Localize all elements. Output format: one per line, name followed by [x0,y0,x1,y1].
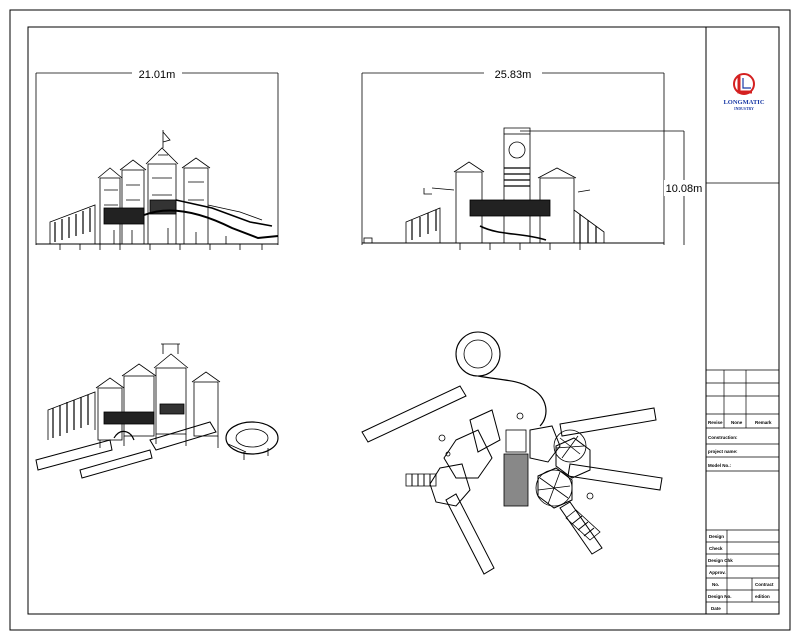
check-label: Check [709,546,723,551]
design-no-label: Design No. [708,594,732,599]
height-dimension: 10.08m [666,183,703,195]
side-width-dimension: 25.83m [495,69,532,81]
company-name: LONGMATIC [723,99,764,106]
remark-label: Remark [755,420,772,425]
perspective-view [35,343,279,479]
project-name-label: project name: [708,449,738,454]
front-elevation-view: 21.01m [35,66,279,250]
design-label: Design [709,534,724,539]
company-logo: LONGMATIC INDUSTRY [723,73,765,111]
design-chk-label: Design Chk [708,558,733,563]
inner-frame [27,26,780,615]
company-tagline: INDUSTRY [734,107,754,111]
contract-label: Contract [755,582,774,587]
no-label: No. [712,582,719,587]
none-label: None [731,420,743,425]
approv-label: Approv. [709,570,726,575]
construction-label: Construction: [708,435,738,440]
outer-frame [9,9,791,631]
side-elevation-view: 25.83m 10.08m [361,66,704,250]
model-no-label: Model No.: [708,463,731,468]
plan-view [361,331,663,575]
edition-label: edition [755,594,770,599]
revise-label: Revise [708,420,723,425]
title-block: LONGMATIC INDUSTRY Revise None Remark Co… [706,73,779,614]
front-width-dimension: 21.01m [139,69,176,81]
date-label: Date [711,606,721,611]
